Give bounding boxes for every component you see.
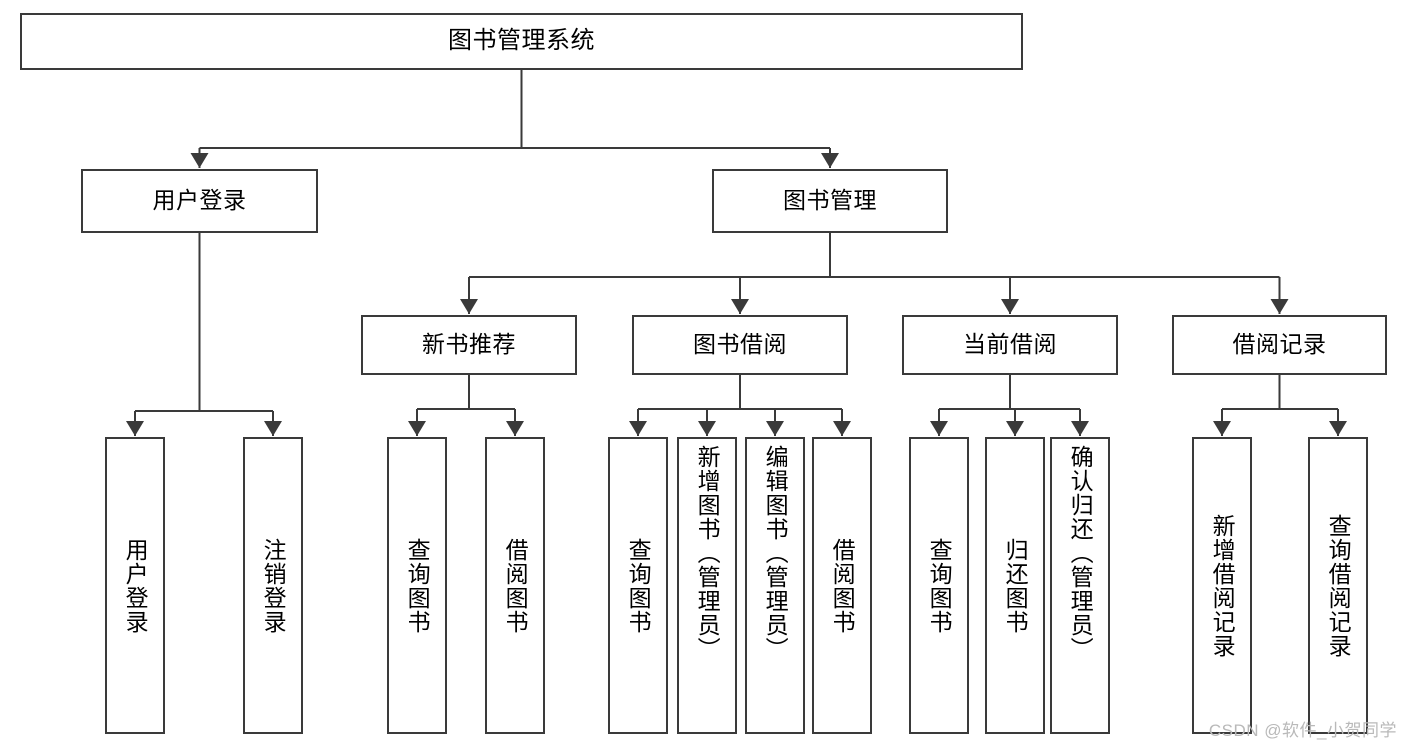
node-label: 新增图书（管理员） (694, 445, 721, 661)
node-label: 图书管理系统 (448, 27, 595, 55)
node-new-book-recommend[interactable]: 新书推荐 (361, 315, 577, 375)
node-label: 查询图书 (625, 537, 652, 634)
node-label: 查询借阅记录 (1325, 513, 1352, 658)
node-leaf-add-record[interactable]: 新增借阅记录 (1192, 437, 1252, 734)
node-label: 借阅图书 (502, 537, 529, 634)
node-leaf-confirm-return[interactable]: 确认归还（管理员） (1050, 437, 1110, 734)
node-leaf-query-record[interactable]: 查询借阅记录 (1308, 437, 1368, 734)
node-label: 确认归还（管理员） (1067, 445, 1094, 661)
node-label: 新增借阅记录 (1209, 513, 1236, 658)
node-label: 借阅图书 (829, 537, 856, 634)
node-label: 编辑图书（管理员） (762, 445, 789, 661)
node-leaf-return-book[interactable]: 归还图书 (985, 437, 1045, 734)
node-leaf-borrow-book-2[interactable]: 借阅图书 (812, 437, 872, 734)
node-label: 借阅记录 (1232, 331, 1327, 358)
node-book-manage[interactable]: 图书管理 (712, 169, 948, 233)
node-borrow-record[interactable]: 借阅记录 (1172, 315, 1387, 375)
node-leaf-query-book-3[interactable]: 查询图书 (909, 437, 969, 734)
node-user-login[interactable]: 用户登录 (81, 169, 318, 233)
node-leaf-user-login[interactable]: 用户登录 (105, 437, 165, 734)
node-label: 用户登录 (152, 187, 247, 214)
node-label: 用户登录 (122, 537, 149, 634)
node-label: 注销登录 (260, 537, 287, 634)
node-leaf-logout[interactable]: 注销登录 (243, 437, 303, 734)
node-leaf-query-book-1[interactable]: 查询图书 (387, 437, 447, 734)
node-label: 查询图书 (404, 537, 431, 634)
node-label: 图书管理 (783, 187, 877, 214)
node-label: 当前借阅 (963, 331, 1057, 358)
node-leaf-query-book-2[interactable]: 查询图书 (608, 437, 668, 734)
node-leaf-borrow-book-1[interactable]: 借阅图书 (485, 437, 545, 734)
node-label: 图书借阅 (693, 331, 787, 358)
node-leaf-edit-book[interactable]: 编辑图书（管理员） (745, 437, 805, 734)
node-book-borrow[interactable]: 图书借阅 (632, 315, 848, 375)
node-leaf-add-book[interactable]: 新增图书（管理员） (677, 437, 737, 734)
node-label: 归还图书 (1002, 537, 1029, 634)
node-current-borrow[interactable]: 当前借阅 (902, 315, 1118, 375)
node-root[interactable]: 图书管理系统 (20, 13, 1023, 70)
node-label: 查询图书 (926, 537, 953, 634)
watermark: CSDN @软件_小贺同学 (1208, 721, 1397, 740)
node-label: 新书推荐 (422, 331, 516, 358)
